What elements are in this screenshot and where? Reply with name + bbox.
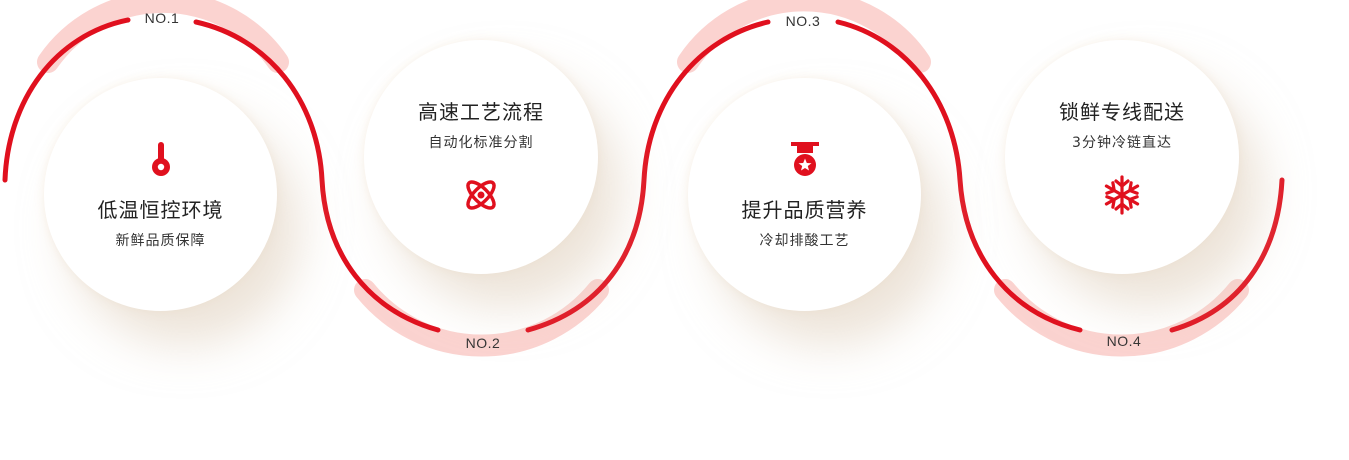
step-2-title: 高速工艺流程 <box>418 100 544 124</box>
medal-icon <box>790 141 819 176</box>
atom-icon <box>466 180 496 210</box>
step-1-subtitle: 新鲜品质保障 <box>115 232 206 249</box>
step-2-number: NO.2 <box>465 335 501 351</box>
step-2-subtitle: 自动化标准分割 <box>428 135 534 151</box>
step-4-number: NO.4 <box>1106 333 1142 349</box>
step-3-subtitle: 冷却排酸工艺 <box>759 232 850 249</box>
step-1-title: 低温恒控环境 <box>97 197 224 222</box>
step-3-title: 提升品质营养 <box>741 197 868 222</box>
step-3-number: NO.3 <box>785 13 821 29</box>
step-2-card: 高速工艺流程 自动化标准分割 <box>364 40 598 274</box>
step-4-subtitle: 3分钟冷链直达 <box>1072 135 1172 151</box>
step-1-number: NO.1 <box>144 10 180 26</box>
step-4-card: 锁鲜专线配送 3分钟冷链直达 <box>1005 40 1239 274</box>
step-4-title: 锁鲜专线配送 <box>1059 100 1185 124</box>
step-1-card: 低温恒控环境 新鲜品质保障 <box>44 78 277 311</box>
step-3-card: 提升品质营养 冷却排酸工艺 <box>688 78 921 311</box>
thermometer-icon <box>151 141 170 176</box>
snowflake-icon <box>1102 175 1142 215</box>
